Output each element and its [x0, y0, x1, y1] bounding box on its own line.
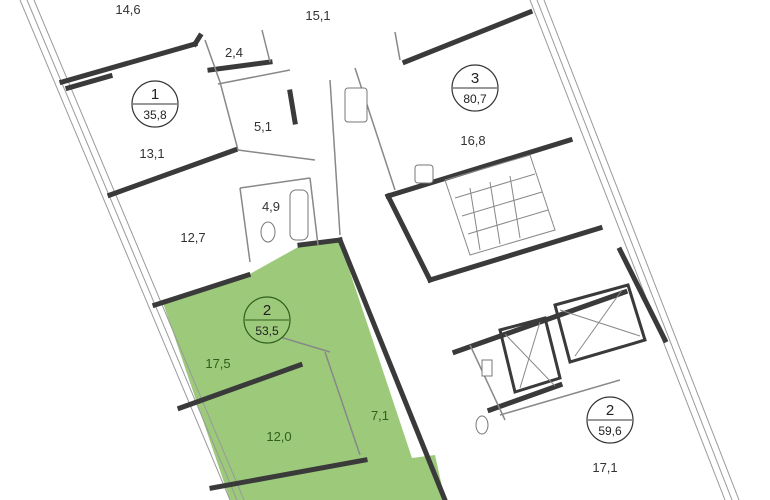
- room-area-label: 2,4: [225, 45, 243, 60]
- apartment-area: 35,8: [143, 108, 167, 122]
- apartment-number: 2: [263, 302, 271, 319]
- room-area-label: 17,1: [592, 460, 617, 475]
- apartment-badge-3[interactable]: 3 80,7: [451, 64, 499, 112]
- apartment-area: 80,7: [463, 92, 487, 106]
- apartment-badge-2-left[interactable]: 2 53,5: [243, 296, 291, 344]
- apartment-2-highlight[interactable]: [162, 242, 445, 500]
- room-area-label: 13,1: [139, 146, 164, 161]
- stairwell: [444, 154, 556, 256]
- room-area-label: 15,1: [305, 8, 330, 23]
- apartment-area: 53,5: [255, 324, 279, 338]
- apartment-number: 3: [471, 70, 479, 87]
- room-area-label: 14,6: [115, 2, 140, 17]
- room-area-label: 4,9: [262, 199, 280, 214]
- partitions: [204, 29, 621, 456]
- elevator-cross: [504, 289, 641, 389]
- right-facade: [529, 0, 740, 500]
- room-area-label: 7,1: [371, 408, 389, 423]
- walls: [58, 8, 669, 500]
- apartment-area: 59,6: [598, 424, 622, 438]
- elevator-shafts: [498, 283, 647, 394]
- room-area-label: 16,8: [460, 133, 485, 148]
- apartment-2-fill[interactable]: [162, 242, 445, 500]
- room-area-label: 5,1: [254, 119, 272, 134]
- bath-fixtures: [260, 87, 493, 435]
- apartment-number: 2: [606, 402, 614, 419]
- apartment-badge-1[interactable]: 1 35,8: [131, 80, 179, 128]
- apartment-badge-2-right[interactable]: 2 59,6: [586, 396, 634, 444]
- room-area-label: 12,0: [266, 429, 291, 444]
- room-area-label: 17,5: [205, 356, 230, 371]
- apartment-number: 1: [151, 86, 159, 103]
- room-area-label: 12,7: [180, 230, 205, 245]
